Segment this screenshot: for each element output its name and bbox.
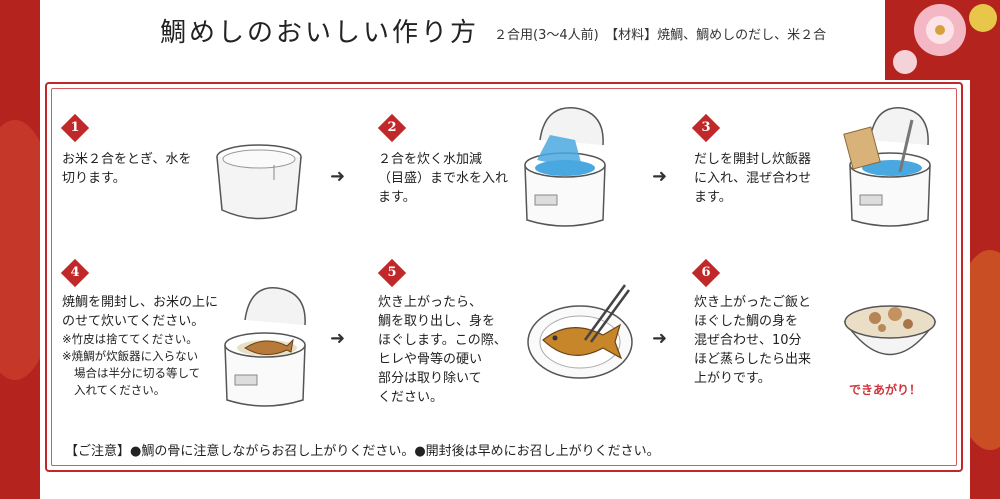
fish-plate-illustration xyxy=(527,284,633,379)
step-2-line-1: ２合を炊く水加減 xyxy=(378,152,483,167)
step-1-number: 1 xyxy=(70,120,80,135)
step-5-line-1: 炊き上がったら、 xyxy=(378,295,483,310)
step-4-note-1: ※竹皮は捨ててください。 xyxy=(62,332,198,346)
step-4-line-1: 焼鯛を開封し、お米の上に xyxy=(62,295,219,310)
step-5-text: 炊き上がったら、 鯛を取り出し、身を ほぐします。この際、 ヒレや骨等の硬い 部… xyxy=(378,293,507,407)
step-5-number: 5 xyxy=(387,265,397,280)
step-3-line-1: だしを開封し炊飯器 xyxy=(694,152,812,167)
step-5-line-6: ください。 xyxy=(378,390,444,405)
rice-bowl-illustration xyxy=(216,144,302,220)
arrow-1-to-2: ➜ xyxy=(330,166,346,187)
step-4-text: 焼鯛を開封し、お米の上に のせて炊いてください。 ※竹皮は捨ててください。 ※焼… xyxy=(62,293,218,399)
step-6-line-4: ほど蒸らしたら出来 xyxy=(694,352,812,367)
rice-cooker-broth-illustration xyxy=(843,107,931,227)
arrow-4-to-5: ➜ xyxy=(330,328,346,349)
rice-cooker-water-illustration xyxy=(524,107,606,227)
step-5-line-5: 部分は取り除いて xyxy=(378,371,482,386)
step-2-number: 2 xyxy=(387,120,397,135)
step-4-note-4: 入れてください。 xyxy=(74,383,166,397)
step-3-line-2: に入れ、混ぜ合わせ xyxy=(694,171,812,186)
step-4-note-3: 場合は半分に切る等して xyxy=(74,366,201,380)
step-6-text: 炊き上がったご飯と ほぐした鯛の身を 混ぜ合わせ、10分 ほど蒸らしたら出来 上… xyxy=(694,293,811,388)
arrow-5-to-6: ➜ xyxy=(652,328,668,349)
step-3-line-3: ます。 xyxy=(694,190,732,205)
caution-note: 【ご注意】●鯛の骨に注意しながらお召し上がりください。●開封後は早めにお召し上が… xyxy=(65,444,660,459)
finished-rice-bowl-illustration xyxy=(843,305,937,356)
arrow-2-to-3: ➜ xyxy=(652,166,668,187)
step-1-line-1: お米２合をとぎ、水を xyxy=(62,152,192,167)
step-6-line-5: 上がりです。 xyxy=(694,371,771,386)
step-4-line-2: のせて炊いてください。 xyxy=(62,314,205,329)
step-5-line-3: ほぐします。この際、 xyxy=(378,333,507,348)
done-label: できあがり！ xyxy=(849,383,922,397)
step-5-line-4: ヒレや骨等の硬い xyxy=(378,352,483,367)
step-1-text: お米２合をとぎ、水を 切ります。 xyxy=(62,150,191,188)
steps-frame xyxy=(45,82,963,472)
step-4-note-2: ※焼鯛が炊飯器に入らない xyxy=(62,349,199,363)
step-1-line-2: 切ります。 xyxy=(62,171,126,186)
step-6-line-2: ほぐした鯛の身を xyxy=(694,314,799,329)
step-6-number: 6 xyxy=(701,265,711,280)
rice-cooker-fish-illustration xyxy=(224,287,306,407)
step-2-line-3: ます。 xyxy=(378,190,416,205)
step-3-text: だしを開封し炊飯器 に入れ、混ぜ合わせ ます。 xyxy=(694,150,811,207)
header-info: ２合用(3～4人前) 【材料】焼鯛、鯛めしのだし、米２合 xyxy=(494,28,827,43)
step-6-line-3: 混ぜ合わせ、10分 xyxy=(694,333,802,348)
step-6-line-1: 炊き上がったご飯と xyxy=(694,295,812,310)
step-2-line-2: （目盛）まで水を入れ xyxy=(378,171,509,186)
step-4-number: 4 xyxy=(70,265,80,280)
page-title: 鯛めしのおいしい作り方 xyxy=(160,18,480,48)
step-5-line-2: 鯛を取り出し、身を xyxy=(378,314,496,329)
step-2-text: ２合を炊く水加減 （目盛）まで水を入れ ます。 xyxy=(378,150,508,207)
step-3-number: 3 xyxy=(701,120,711,135)
flower-decoration xyxy=(885,0,1000,80)
